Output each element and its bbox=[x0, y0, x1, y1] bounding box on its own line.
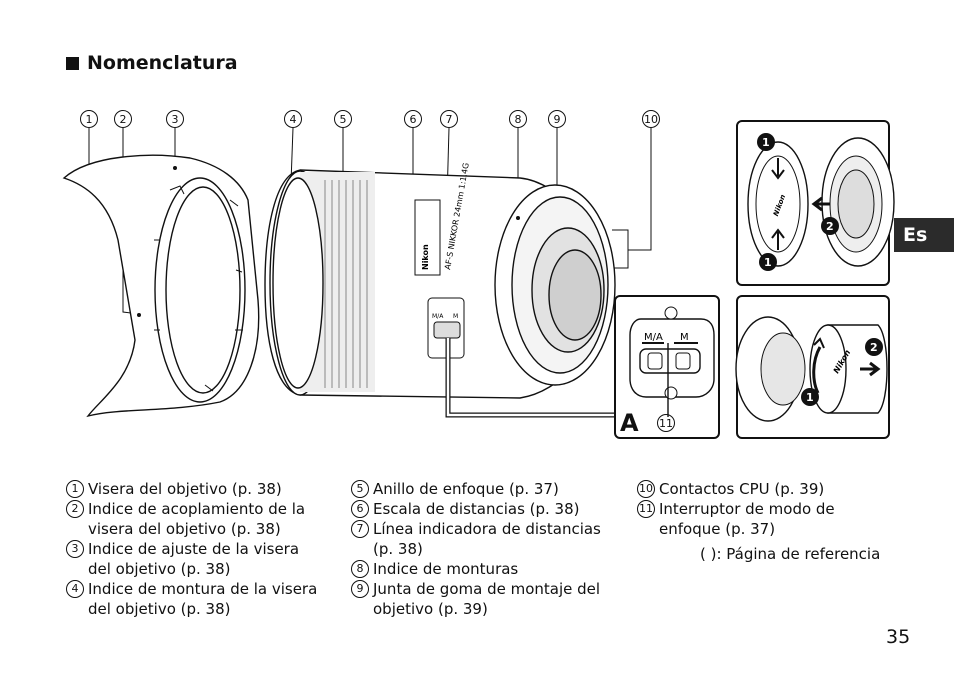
callout-5: 5 bbox=[334, 110, 352, 128]
language-tab: Es bbox=[894, 218, 954, 252]
inset-front-cap: Nikon 1 2 1 bbox=[736, 120, 895, 286]
square-bullet-icon bbox=[66, 56, 79, 70]
inset-switch-detail: M/A M bbox=[614, 295, 720, 439]
lens-brand-text: Nikon bbox=[421, 244, 430, 270]
front-cap-step-1a: 1 bbox=[762, 136, 770, 149]
callout-6: 6 bbox=[404, 110, 422, 128]
callout-8: 8 bbox=[509, 110, 527, 128]
rear-cap-step-1: 1 bbox=[806, 391, 814, 404]
page-number: 35 bbox=[886, 626, 911, 648]
inset-letter: A bbox=[620, 409, 639, 437]
rear-cap-step-2: 2 bbox=[870, 341, 878, 354]
front-cap-drawing: Nikon 1 2 1 bbox=[747, 133, 895, 271]
switch-label-ma: M/A bbox=[644, 332, 663, 343]
callout-3: 3 bbox=[166, 110, 184, 128]
section-heading: Nomenclatura bbox=[66, 52, 238, 74]
switch-label-m: M bbox=[680, 332, 689, 343]
callout-11: 11 bbox=[657, 414, 675, 432]
lens-hood bbox=[62, 154, 260, 418]
callout-10: 10 bbox=[642, 110, 660, 128]
front-cap-step-2: 2 bbox=[826, 220, 834, 233]
callout-9: 9 bbox=[548, 110, 566, 128]
callout-1: 1 bbox=[80, 110, 98, 128]
callout-4: 4 bbox=[284, 110, 302, 128]
lens-mount bbox=[494, 184, 616, 386]
callout-2: 2 bbox=[114, 110, 132, 128]
lens-switch-ma: M/A bbox=[432, 313, 444, 320]
reference-note: ( ): Página de referencia bbox=[700, 545, 881, 563]
front-cap-step-1b: 1 bbox=[764, 256, 772, 269]
callout-7: 7 bbox=[440, 110, 458, 128]
switch-detail-drawing: M/A M bbox=[629, 306, 715, 417]
rear-cap-drawing: Nikon 2 1 bbox=[735, 316, 888, 422]
inset-rear-cap: Nikon 2 1 bbox=[735, 295, 890, 439]
heading-text: Nomenclatura bbox=[87, 52, 238, 74]
lens-switch-m: M bbox=[453, 313, 458, 320]
